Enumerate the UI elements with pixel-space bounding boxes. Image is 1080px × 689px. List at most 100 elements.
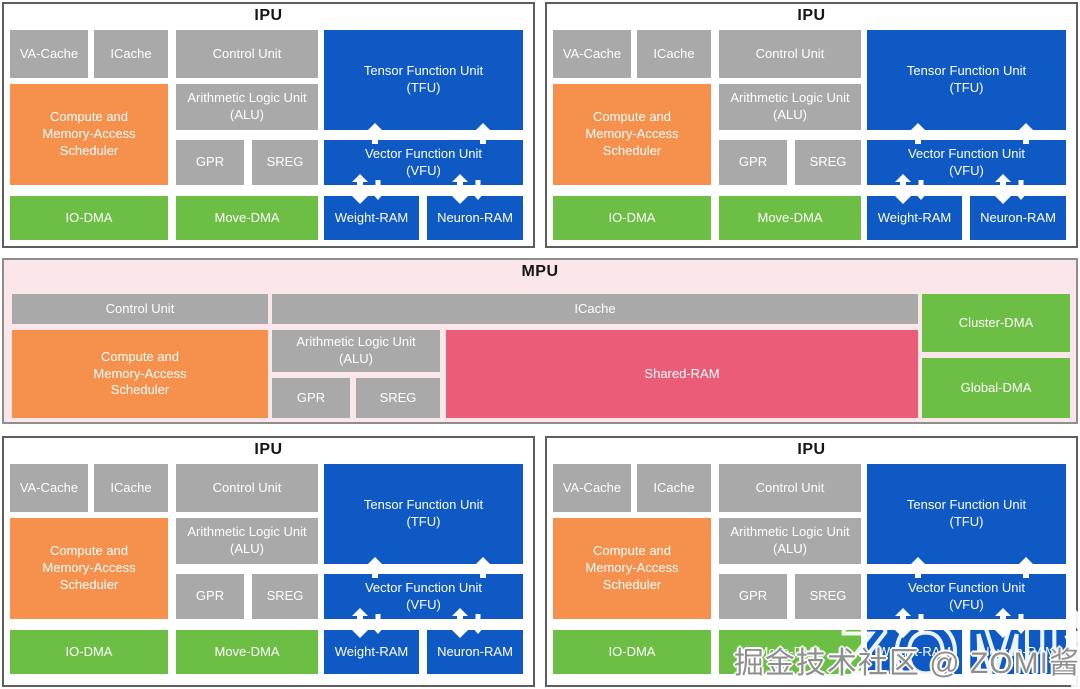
weight-ram-label: Weight-RAM: [877, 643, 952, 659]
scheduler-label-line1: Compute and: [49, 543, 129, 559]
sreg-box: SREG: [252, 574, 318, 619]
gpr-label: GPR: [195, 588, 225, 604]
scheduler-box: Compute and Memory-Access Scheduler: [553, 518, 711, 619]
io-dma-box: IO-DMA: [553, 630, 711, 674]
mpu-scheduler-label-line3: Scheduler: [110, 382, 170, 398]
tfu-box: Tensor Function Unit (TFU): [324, 464, 523, 564]
gpr-label: GPR: [195, 154, 225, 170]
va-cache-box: VA-Cache: [553, 464, 631, 512]
mpu-title: MPU: [521, 263, 559, 280]
vfu-ram-down-arrow-icon: [914, 614, 928, 634]
icache-label: ICache: [110, 479, 152, 495]
va-cache-label: VA-Cache: [562, 479, 622, 495]
gpr-label: GPR: [738, 588, 768, 604]
sreg-box: SREG: [795, 140, 861, 185]
move-dma-box: Move-DMA: [719, 630, 861, 674]
neuron-ram-label: Neuron-RAM: [980, 643, 1056, 659]
scheduler-label-line2: Memory-Access: [42, 560, 136, 576]
icache-box: ICache: [637, 30, 711, 78]
control-unit-label: Control Unit: [755, 479, 825, 495]
control-unit-box: Control Unit: [176, 464, 318, 512]
va-cache-box: VA-Cache: [10, 464, 88, 512]
move-dma-box: Move-DMA: [176, 630, 318, 674]
mpu-icache-label: ICache: [574, 300, 616, 316]
vfu-ram-updown-arrow-icon: [895, 174, 911, 204]
alu-label-line1: Arithmetic Logic Unit: [187, 90, 307, 106]
io-dma-box: IO-DMA: [10, 630, 168, 674]
vfu-label-line1: Vector Function Unit: [907, 145, 1026, 161]
icache-label: ICache: [653, 479, 695, 495]
tfu-vfu-up-arrow-icon: [1018, 557, 1034, 578]
weight-ram-label: Weight-RAM: [877, 209, 952, 225]
tfu-vfu-up-arrow-icon: [910, 557, 926, 578]
va-cache-label: VA-Cache: [19, 479, 79, 495]
vfu-label-line2: (VFU): [949, 596, 984, 612]
vfu-ram-updown-arrow-icon: [995, 174, 1011, 204]
io-dma-box: IO-DMA: [553, 196, 711, 240]
move-dma-label: Move-DMA: [757, 643, 823, 659]
alu-label-line1: Arithmetic Logic Unit: [730, 524, 850, 540]
tfu-label-line2: (TFU): [406, 514, 441, 529]
mpu-alu-label-line1: Arithmetic Logic Unit: [296, 334, 416, 350]
icache-box: ICache: [637, 464, 711, 512]
mpu-scheduler-label-line2: Memory-Access: [93, 365, 187, 381]
control-unit-box: Control Unit: [719, 464, 861, 512]
sreg-label: SREG: [266, 588, 304, 604]
vfu-ram-down-arrow-icon: [914, 180, 928, 200]
vfu-label-line1: Vector Function Unit: [364, 145, 483, 161]
ipu-block-bottom-right: IPU VA-Cache ICache Control Unit Tensor …: [545, 436, 1078, 687]
vfu-label-line2: (VFU): [949, 162, 984, 178]
scheduler-box: Compute and Memory-Access Scheduler: [10, 84, 168, 185]
move-dma-box: Move-DMA: [176, 196, 318, 240]
scheduler-label-line3: Scheduler: [602, 576, 662, 592]
tfu-label-line2: (TFU): [406, 80, 441, 95]
weight-ram-box: Weight-RAM: [324, 196, 419, 240]
alu-box: Arithmetic Logic Unit (ALU): [719, 518, 861, 564]
tfu-vfu-up-arrow-icon: [367, 123, 383, 144]
ipu-block-top-right: IPU VA-Cache ICache Control Unit Tensor …: [545, 2, 1078, 248]
io-dma-label: IO-DMA: [65, 209, 113, 225]
weight-ram-box: Weight-RAM: [324, 630, 419, 674]
alu-label-line2: (ALU): [773, 541, 807, 556]
alu-label-line2: (ALU): [773, 107, 807, 122]
vfu-ram-updown-arrow-icon: [895, 608, 911, 638]
mpu-alu-box: Arithmetic Logic Unit (ALU): [272, 330, 440, 372]
cluster-dma-box: Cluster-DMA: [922, 294, 1070, 352]
scheduler-label-line1: Compute and: [49, 109, 129, 125]
control-unit-box: Control Unit: [719, 30, 861, 78]
va-cache-box: VA-Cache: [10, 30, 88, 78]
ipu-title: IPU: [797, 7, 826, 24]
weight-ram-label: Weight-RAM: [334, 643, 409, 659]
icache-label: ICache: [110, 45, 152, 61]
ipu-block-bottom-left: IPU VA-Cache ICache Control Unit Tensor …: [2, 436, 535, 687]
move-dma-box: Move-DMA: [719, 196, 861, 240]
cluster-dma-label: Cluster-DMA: [958, 314, 1034, 330]
vfu-label-line2: (VFU): [406, 596, 441, 612]
vfu-label-line1: Vector Function Unit: [364, 579, 483, 595]
vfu-box: Vector Function Unit (VFU): [867, 140, 1066, 185]
va-cache-label: VA-Cache: [562, 45, 622, 61]
sreg-box: SREG: [795, 574, 861, 619]
ipu-title: IPU: [254, 441, 283, 458]
mpu-control-unit-box: Control Unit: [12, 294, 268, 324]
scheduler-label-line3: Scheduler: [59, 576, 119, 592]
neuron-ram-box: Neuron-RAM: [970, 196, 1066, 240]
tfu-label-line2: (TFU): [949, 514, 984, 529]
move-dma-label: Move-DMA: [214, 643, 280, 659]
vfu-ram-down-arrow-icon: [371, 180, 385, 200]
vfu-ram-down-arrow-icon: [1014, 180, 1028, 200]
sreg-label: SREG: [809, 154, 847, 170]
scheduler-label-line2: Memory-Access: [42, 126, 136, 142]
icache-box: ICache: [94, 30, 168, 78]
mpu-sreg-label: SREG: [379, 389, 417, 405]
alu-label-line1: Arithmetic Logic Unit: [730, 90, 850, 106]
mpu-gpr-box: GPR: [272, 378, 350, 418]
ipu-block-top-left: IPU VA-Cache ICache Control Unit Tensor …: [2, 2, 535, 248]
icache-box: ICache: [94, 464, 168, 512]
move-dma-label: Move-DMA: [214, 209, 280, 225]
vfu-label-line1: Vector Function Unit: [907, 579, 1026, 595]
scheduler-label-line3: Scheduler: [59, 142, 119, 158]
mpu-scheduler-label-line1: Compute and: [100, 348, 180, 364]
tfu-vfu-up-arrow-icon: [1018, 123, 1034, 144]
